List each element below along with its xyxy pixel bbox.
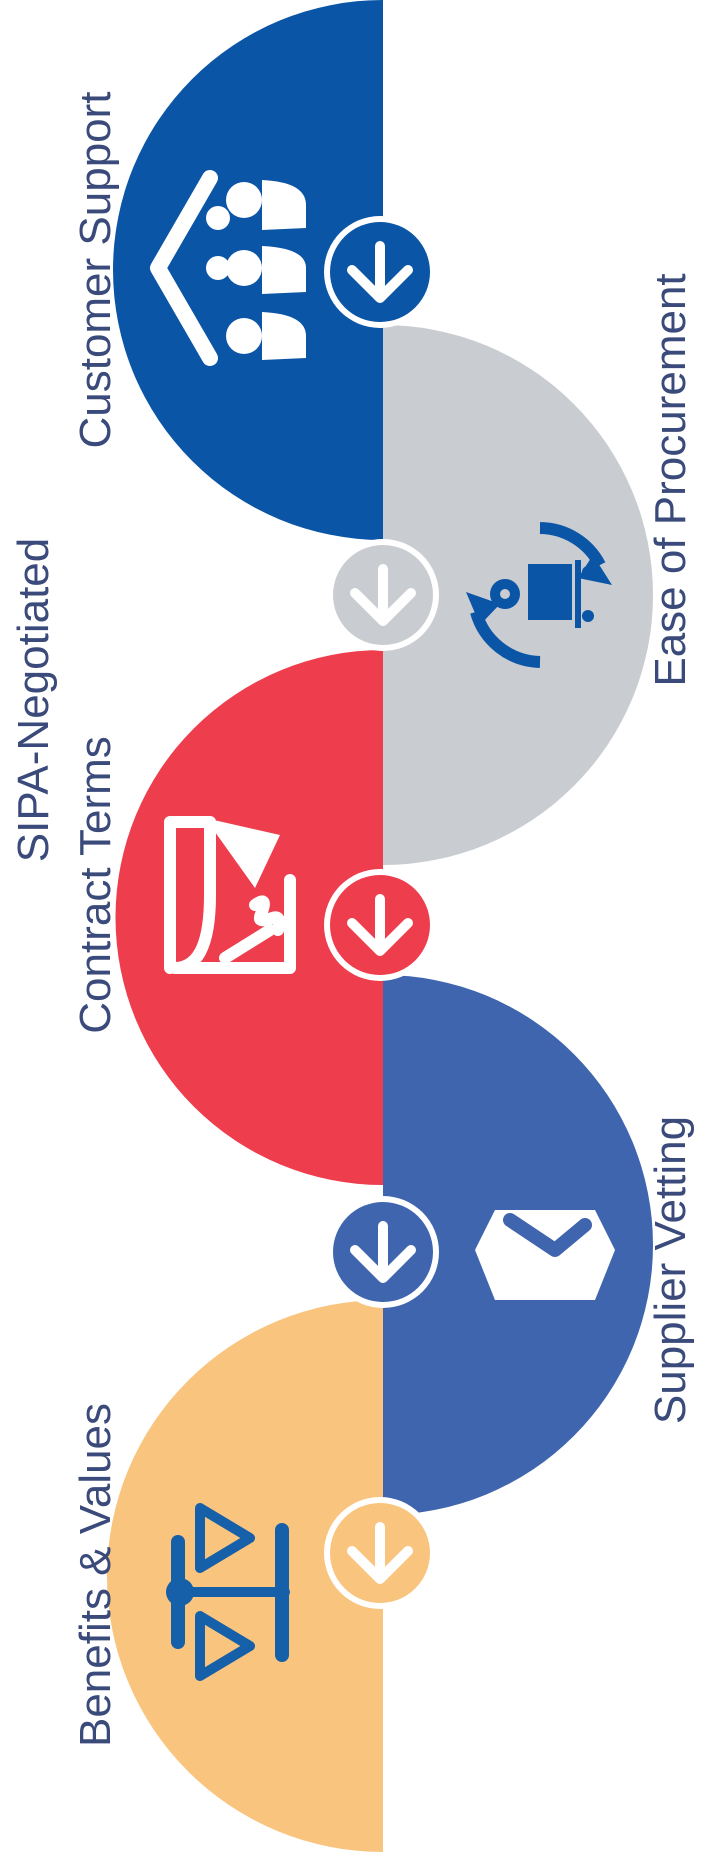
arrow-up-icon: [350, 564, 416, 626]
arrow-up-icon: [350, 1221, 416, 1283]
arrow-marker-support: [324, 216, 436, 328]
label-ease-of-procurement: Ease of Procurement: [646, 273, 695, 686]
shield-check-icon: [475, 1210, 615, 1300]
label-customer-support: Customer Support: [71, 91, 120, 448]
arrow-up-icon: [347, 1522, 413, 1584]
arrow-up-icon: [347, 894, 413, 956]
support-team-icon: [150, 170, 306, 366]
segment-contract-terms: [115, 650, 383, 1185]
arrow-marker-contract: [324, 869, 436, 981]
segment-benefits-values: [107, 1300, 383, 1852]
arrow-marker-vetting: [327, 1196, 439, 1308]
cart-cycle-icon: [466, 522, 612, 668]
label-sipa-negotiated: SIPA-Negotiated: [9, 538, 58, 862]
arrow-marker-benefits: [324, 1497, 436, 1609]
signing-document-icon: [164, 816, 296, 974]
label-contract-terms: Contract Terms: [71, 736, 120, 1034]
scales-icon: [166, 1503, 290, 1681]
arrow-marker-procurement: [327, 539, 439, 651]
label-benefits-values: Benefits & Values: [71, 1403, 120, 1747]
arrow-up-icon: [347, 241, 413, 303]
label-supplier-vetting: Supplier Vetting: [646, 1116, 695, 1424]
